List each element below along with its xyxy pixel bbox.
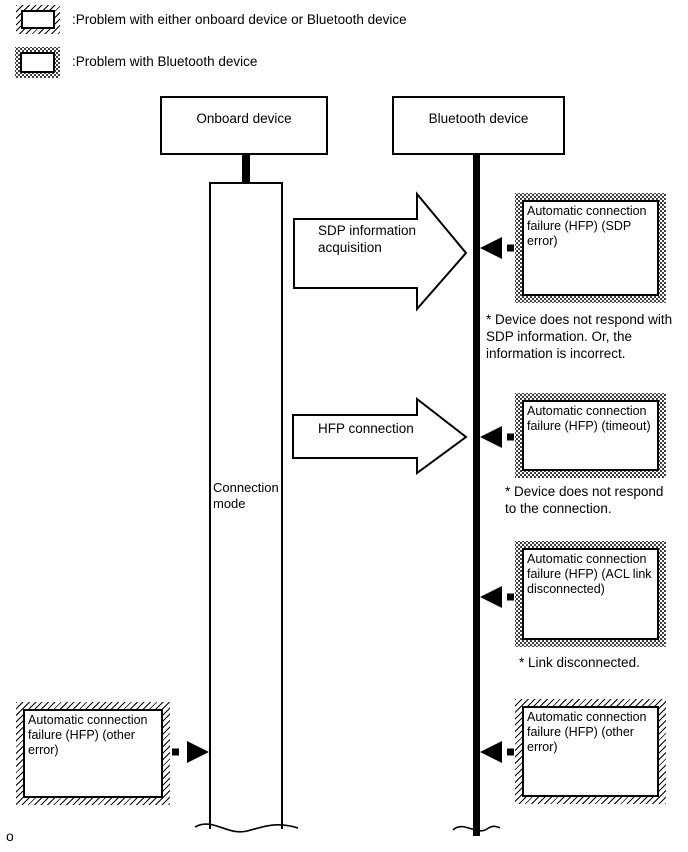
failure-box-other-error-right-text: Automatic connection failure (HFP) (othe… [522,706,659,797]
bluetooth-lifeline [473,155,480,836]
note-sdp-error: * Device does not respond with SDP infor… [486,312,673,361]
failure-box-sdp-error-text: Automatic connection failure (HFP) (SDP … [522,200,659,296]
failure-box-other-error-right: Automatic connection failure (HFP) (othe… [515,699,666,804]
failure-box-timeout-text: Automatic connection failure (HFP) (time… [522,400,659,471]
note-acl-link: * Link disconnected. [519,655,640,670]
legend-label-bluetooth-device: :Problem with Bluetooth device [72,54,258,69]
connection-mode-label: Connection mode [213,480,279,511]
failure-box-timeout: Automatic connection failure (HFP) (time… [515,393,666,478]
failure-box-acl-link-text: Automatic connection failure (HFP) (ACL … [522,548,659,640]
failure-box-sdp-error: Automatic connection failure (HFP) (SDP … [515,193,666,303]
actor-label-bluetooth: Bluetooth device [428,111,529,126]
bluetooth-lifeline-break-wave [452,825,501,832]
legend-swatch-diagonal-inner [21,10,55,29]
failure-arrow-other-error-left [172,741,209,763]
actor-box-bluetooth-device: Bluetooth device [392,96,565,155]
page-marker: o [6,828,14,844]
legend-label-either-device: :Problem with either onboard device or B… [72,12,407,27]
legend-swatch-dotted [15,47,60,78]
failure-box-acl-link: Automatic connection failure (HFP) (ACL … [515,541,666,647]
failure-box-other-error-left-text: Automatic connection failure (HFP) (othe… [23,709,163,798]
actor-box-onboard-device: Onboard device [160,96,328,155]
message-label-sdp-acquisition: SDP information acquisition [318,223,417,255]
onboard-lifeline-stub [242,155,250,183]
failure-box-other-error-left: Automatic connection failure (HFP) (othe… [16,702,170,805]
legend-swatch-diagonal [16,5,60,34]
message-label-hfp-connection: HFP connection [318,421,414,436]
note-timeout: * Device does not respond to the connect… [505,484,664,516]
connection-mode-activation-bar [209,182,283,829]
actor-label-onboard: Onboard device [196,111,292,126]
legend-swatch-dotted-inner [20,52,55,73]
